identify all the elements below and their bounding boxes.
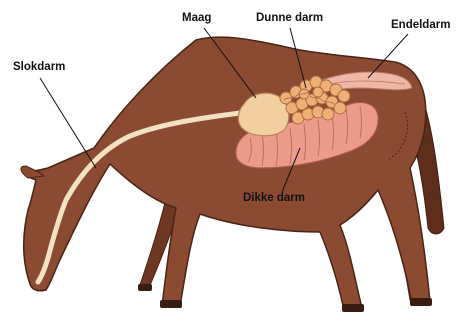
label-large-intestine: Dikke darm bbox=[243, 192, 305, 205]
label-small-intestine: Dunne darm bbox=[256, 12, 323, 25]
label-rectum: Endeldarm bbox=[391, 19, 450, 32]
leader-slokdarm bbox=[40, 78, 96, 168]
label-esophagus: Slokdarm bbox=[13, 61, 65, 74]
label-stomach: Maag bbox=[182, 12, 211, 25]
